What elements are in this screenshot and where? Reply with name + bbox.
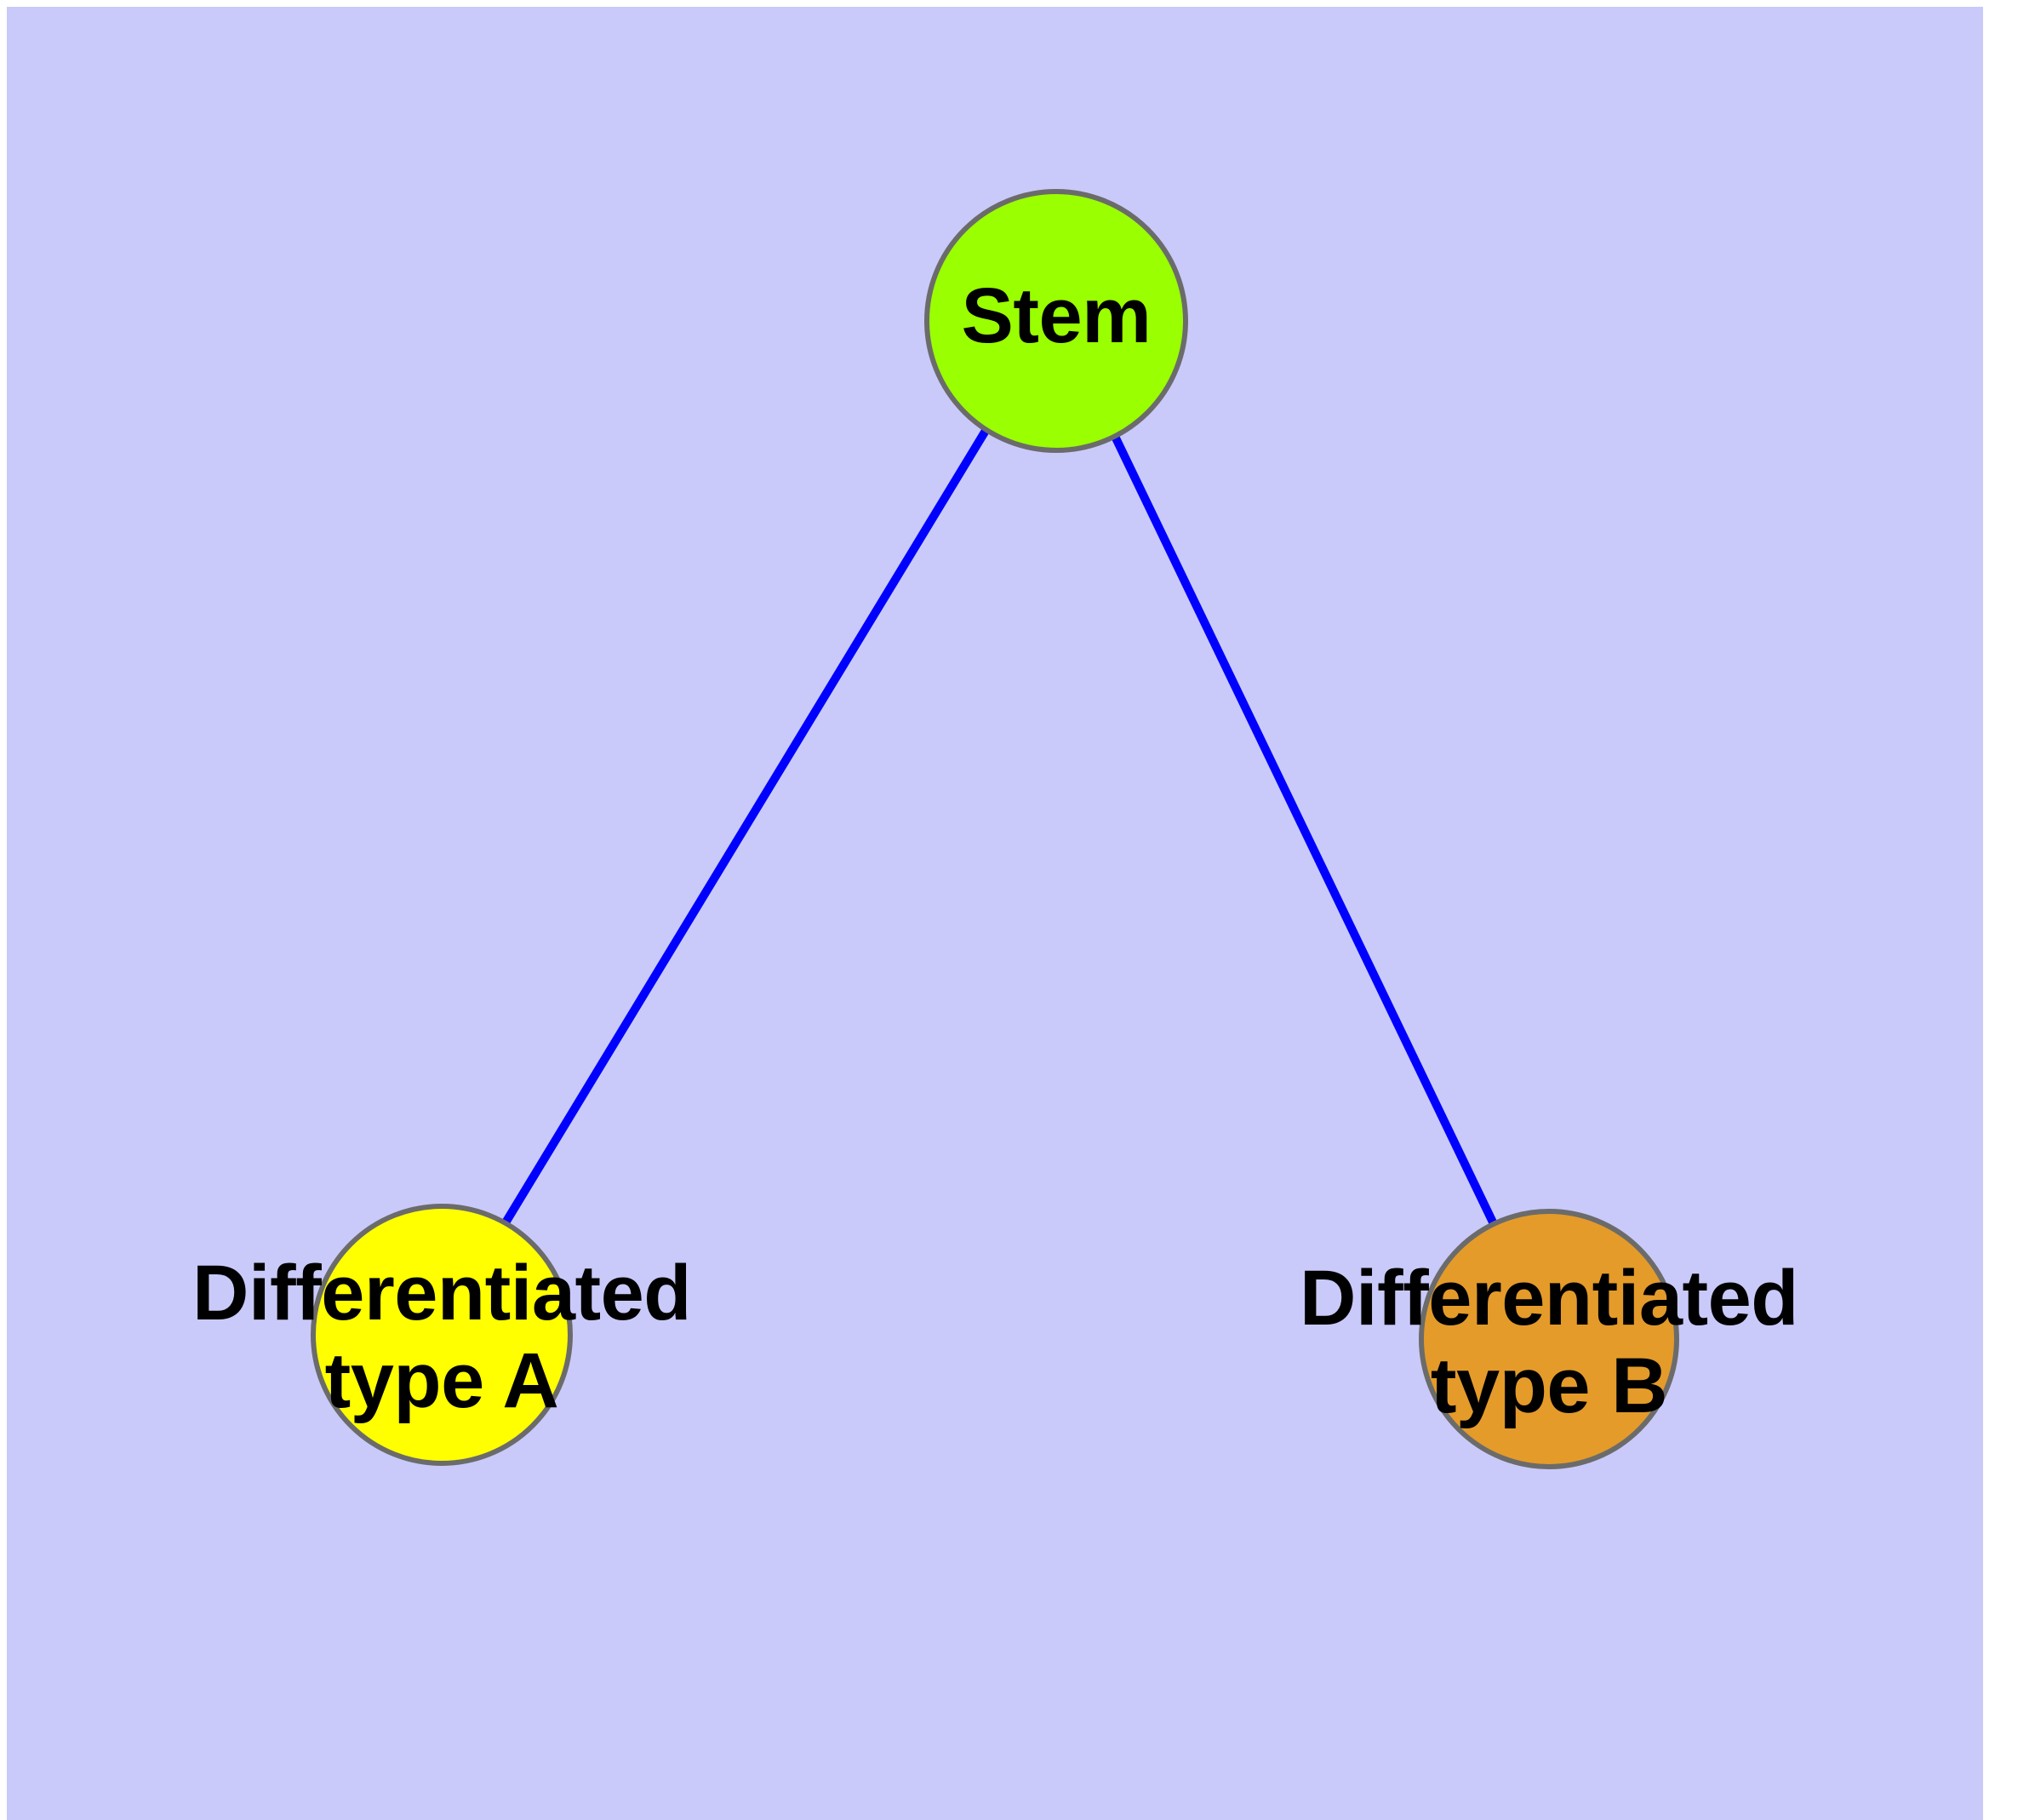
node-stem[interactable] bbox=[924, 189, 1188, 453]
graph-panel: Stem Differentiated type A Differentiate… bbox=[7, 7, 1983, 1820]
edge-stem-to-type-b bbox=[1052, 312, 1553, 1342]
node-differentiated-type-a[interactable] bbox=[311, 1204, 573, 1466]
node-differentiated-type-b[interactable] bbox=[1419, 1209, 1679, 1469]
edge-stem-to-type-a bbox=[437, 312, 1060, 1331]
edge-layer bbox=[437, 312, 1553, 1342]
